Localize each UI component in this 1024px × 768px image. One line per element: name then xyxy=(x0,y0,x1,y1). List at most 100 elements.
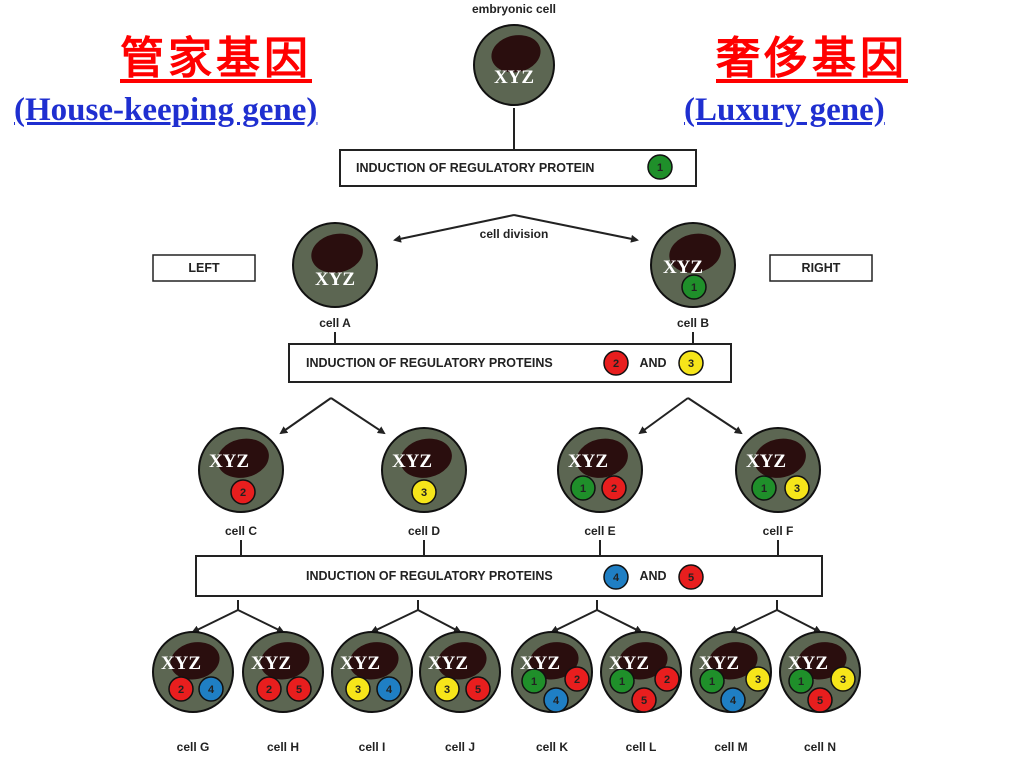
cell-nucleus xyxy=(170,642,220,680)
induction-box-frame xyxy=(339,149,697,187)
protein-5-number: 5 xyxy=(641,695,647,707)
branch-left-1 xyxy=(191,609,239,633)
cell-h-protein-2: 2 xyxy=(256,676,282,702)
induction-box-1: INDUCTION OF REGULATORY PROTEIN xyxy=(339,149,697,187)
cell-h-protein-5: 5 xyxy=(286,676,312,702)
protein-5-number: 5 xyxy=(688,572,694,584)
induction-protein-3: 3 xyxy=(678,350,704,376)
protein-2-disc xyxy=(603,350,629,376)
protein-2-number: 2 xyxy=(178,684,184,696)
protein-2-disc xyxy=(564,666,590,692)
protein-4-disc xyxy=(720,687,746,713)
induction-box-joiner: AND xyxy=(639,569,666,583)
cell-i-protein-4: 4 xyxy=(376,676,402,702)
cell-g-protein-4: 4 xyxy=(198,676,224,702)
cell-nucleus xyxy=(217,438,269,478)
protein-3-number: 3 xyxy=(840,674,846,686)
protein-2-number: 2 xyxy=(613,358,619,370)
cell-nucleus xyxy=(349,642,399,680)
protein-3-disc xyxy=(830,666,856,692)
cell-m-protein-3: 3 xyxy=(745,666,771,692)
cell-label-k: cell K xyxy=(536,740,568,754)
title-luxury-chinese: 奢侈基因 xyxy=(716,33,908,84)
protein-2-number: 2 xyxy=(240,487,246,499)
cell-l-protein-1: 1 xyxy=(609,668,635,694)
protein-3-number: 3 xyxy=(794,483,800,495)
protein-4-number: 4 xyxy=(730,695,737,707)
protein-4-number: 4 xyxy=(553,695,560,707)
induction-box-text: INDUCTION OF REGULATORY PROTEINS xyxy=(306,356,553,370)
cell-e-protein-2: 2 xyxy=(601,475,627,501)
protein-2-number: 2 xyxy=(266,684,272,696)
cell-i-protein-3: 3 xyxy=(345,676,371,702)
gene-xyz-label: XYZ xyxy=(746,451,786,472)
side-label-text: LEFT xyxy=(188,261,220,275)
protein-1-disc xyxy=(609,668,635,694)
protein-5-number: 5 xyxy=(475,684,481,696)
gene-xyz-label: XYZ xyxy=(428,653,468,674)
protein-1-number: 1 xyxy=(761,483,767,495)
protein-2-disc xyxy=(256,676,282,702)
branch-right-4 xyxy=(776,609,822,633)
cell-k-protein-1: 1 xyxy=(521,668,547,694)
protein-4-disc xyxy=(543,687,569,713)
cell-label-n: cell N xyxy=(804,740,836,754)
cell-nucleus xyxy=(260,642,310,680)
side-label-right: RIGHT xyxy=(769,254,873,282)
cell-c-protein-2: 2 xyxy=(230,479,256,505)
protein-2-number: 2 xyxy=(611,483,617,495)
protein-3-disc xyxy=(745,666,771,692)
protein-1-number: 1 xyxy=(657,162,663,174)
protein-5-disc xyxy=(465,676,491,702)
cell-label-b: cell B xyxy=(677,316,709,330)
gene-xyz-label: XYZ xyxy=(392,451,432,472)
gene-xyz-label: XYZ xyxy=(161,653,201,674)
arrow-gen2-4 xyxy=(687,397,743,435)
protein-1-number: 1 xyxy=(691,282,697,294)
protein-4-disc xyxy=(376,676,402,702)
protein-2-number: 2 xyxy=(664,674,670,686)
protein-2-number: 2 xyxy=(574,674,580,686)
gene-xyz-label: XYZ xyxy=(663,257,703,278)
induction-box-text: INDUCTION OF REGULATORY PROTEINS xyxy=(306,569,553,583)
cell-m-protein-4: 4 xyxy=(720,687,746,713)
cell-label-f: cell F xyxy=(763,524,794,538)
protein-4-number: 4 xyxy=(208,684,215,696)
title-luxury-english: (Luxury gene) xyxy=(684,92,885,128)
induction-box-frame xyxy=(288,343,732,383)
protein-2-disc xyxy=(654,666,680,692)
protein-5-disc xyxy=(807,687,833,713)
cell-nucleus xyxy=(400,438,452,478)
cell-label-m: cell M xyxy=(714,740,747,754)
cell-label-g: cell G xyxy=(177,740,210,754)
cell-label-i: cell I xyxy=(359,740,386,754)
protein-4-disc xyxy=(603,564,629,590)
cell-nucleus xyxy=(669,233,721,273)
side-label-left: LEFT xyxy=(152,254,256,282)
branch-right-3 xyxy=(596,609,643,633)
gene-xyz-label: XYZ xyxy=(315,269,355,290)
arrow-to-cell-b xyxy=(513,214,639,243)
cell-n-protein-3: 3 xyxy=(830,666,856,692)
gene-xyz-label: XYZ xyxy=(568,451,608,472)
protein-2-disc xyxy=(601,475,627,501)
protein-4-number: 4 xyxy=(386,684,393,696)
gene-xyz-label: XYZ xyxy=(699,653,739,674)
protein-4-number: 4 xyxy=(613,572,620,584)
cell-m-protein-1: 1 xyxy=(699,668,725,694)
protein-1-disc xyxy=(647,154,673,180)
induction-box-frame xyxy=(195,555,823,597)
induction-protein-5: 5 xyxy=(678,564,704,590)
protein-1-disc xyxy=(788,668,814,694)
cell-division-label: cell division xyxy=(480,227,549,241)
induction-box-text: INDUCTION OF REGULATORY PROTEIN xyxy=(356,161,594,175)
side-label-frame xyxy=(769,254,873,282)
protein-3-disc xyxy=(784,475,810,501)
protein-1-disc xyxy=(681,274,707,300)
protein-5-disc xyxy=(678,564,704,590)
title-housekeeping-english: (House-keeping gene) xyxy=(14,92,318,128)
cell-b xyxy=(650,222,736,308)
cell-label-e: cell E xyxy=(584,524,615,538)
cell-l-protein-5: 5 xyxy=(631,687,657,713)
